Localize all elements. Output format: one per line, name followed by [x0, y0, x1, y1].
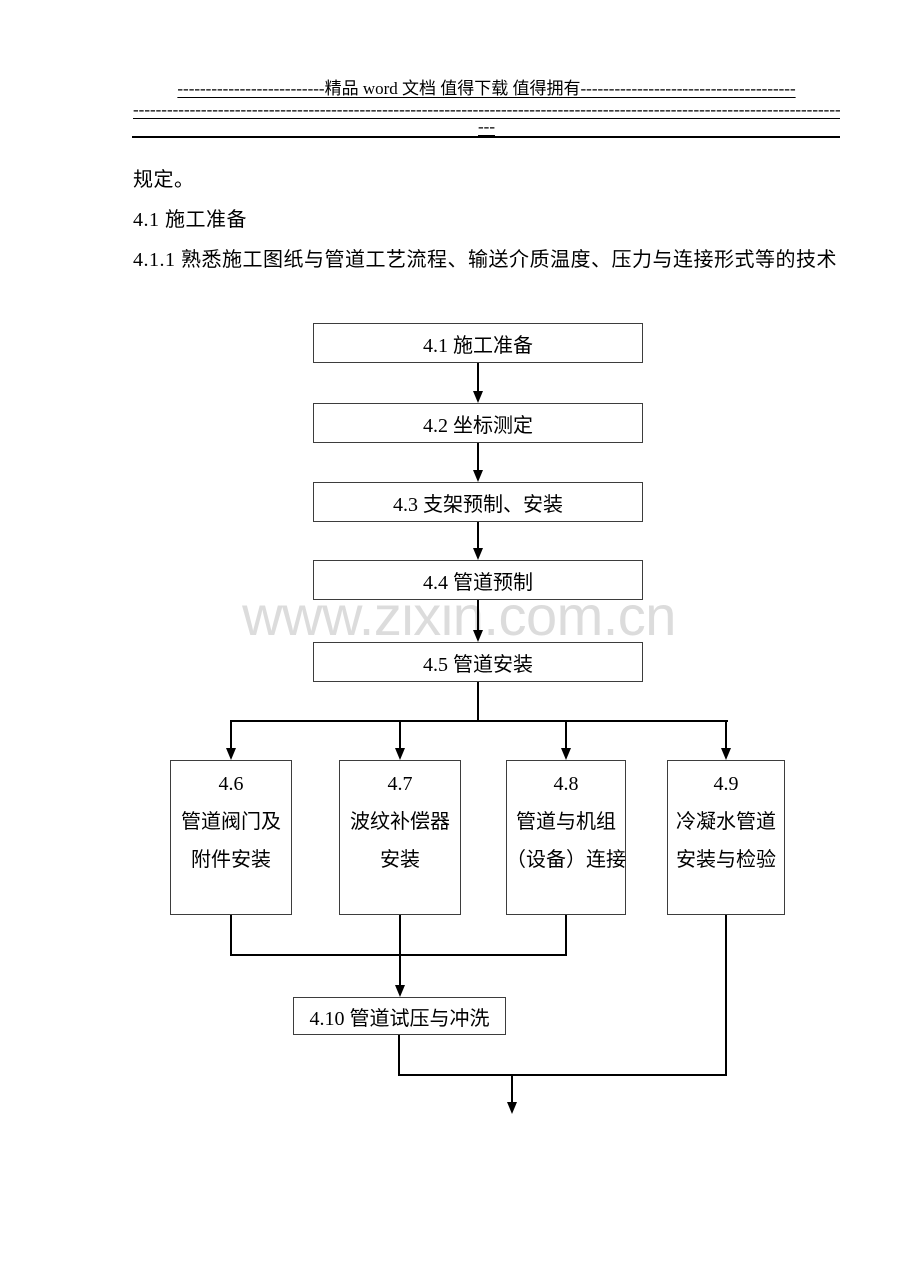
connector-line	[230, 915, 232, 956]
flow-node-4-1: 4.1 施工准备	[313, 323, 643, 363]
connector-line	[565, 915, 567, 956]
connector-line	[230, 954, 567, 956]
arrow-down-icon	[561, 748, 571, 760]
flow-node-4-8: 4.8 管道与机组 （设备）连接	[506, 760, 626, 915]
arrow-down-icon	[473, 470, 483, 482]
connector-line	[725, 915, 727, 1076]
connector-line	[399, 720, 401, 749]
connector-line	[511, 1074, 513, 1103]
flow-node-line: 4.8	[553, 773, 579, 795]
header-rule-line	[132, 136, 840, 138]
arrow-down-icon	[473, 630, 483, 642]
connector-line	[477, 443, 479, 471]
body-text: 规定。 4.1 施工准备 4.1.1 熟悉施工图纸与管道工艺流程、输送介质温度、…	[133, 160, 845, 280]
connector-line	[398, 1074, 727, 1076]
connector-line	[398, 1035, 400, 1076]
connector-line	[230, 720, 728, 722]
connector-line	[399, 915, 401, 987]
flow-node-4-6: 4.6 管道阀门及 附件安装	[170, 760, 292, 915]
flow-node-line: 4.6	[218, 773, 244, 795]
connector-line	[477, 681, 479, 722]
connector-line	[477, 522, 479, 549]
header-banner-line: --------------------------精品 word 文档 值得下…	[177, 79, 796, 98]
flow-node-4-9: 4.9 冷凝水管道 安装与检验	[667, 760, 785, 915]
arrow-down-icon	[226, 748, 236, 760]
flow-node-4-3: 4.3 支架预制、安装	[313, 482, 643, 522]
connector-line	[477, 600, 479, 631]
connector-line	[477, 363, 479, 392]
flow-node-line: 4.9	[713, 773, 739, 795]
arrow-down-icon	[721, 748, 731, 760]
arrow-down-icon	[395, 748, 405, 760]
flow-node-4-5: 4.5 管道安装	[313, 642, 643, 682]
arrow-down-icon	[507, 1102, 517, 1114]
flow-node-line: 4.7	[387, 773, 413, 795]
flow-node-line: 管道阀门及	[181, 811, 281, 833]
arrow-down-icon	[473, 391, 483, 403]
flow-node-4-2: 4.2 坐标测定	[313, 403, 643, 443]
flow-node-line: 附件安装	[191, 849, 271, 871]
paragraph: 4.1 施工准备	[133, 209, 247, 231]
arrow-down-icon	[395, 985, 405, 997]
flow-node-line: 波纹补偿器	[350, 811, 450, 833]
connector-line	[230, 720, 232, 749]
paragraph: 4.1.1 熟悉施工图纸与管道工艺流程、输送介质温度、压力与连接形式等的技术	[133, 249, 837, 271]
flow-node-4-10: 4.10 管道试压与冲洗	[293, 997, 506, 1035]
paragraph: 规定。	[133, 169, 195, 191]
connector-line	[725, 720, 727, 749]
arrow-down-icon	[473, 548, 483, 560]
flow-node-line: 安装与检验	[676, 849, 776, 871]
flow-node-4-7: 4.7 波纹补偿器 安装	[339, 760, 461, 915]
flow-node-line: 冷凝水管道	[676, 811, 776, 833]
flow-node-4-4: 4.4 管道预制	[313, 560, 643, 600]
header-dashed-separator-remainder: ---	[478, 117, 495, 136]
header-dashed-separator: ----------------------------------------…	[133, 100, 840, 119]
flow-node-line: 安装	[380, 849, 420, 871]
flow-node-line: （设备）连接	[506, 849, 626, 871]
flow-node-line: 管道与机组	[516, 811, 616, 833]
connector-line	[565, 720, 567, 749]
